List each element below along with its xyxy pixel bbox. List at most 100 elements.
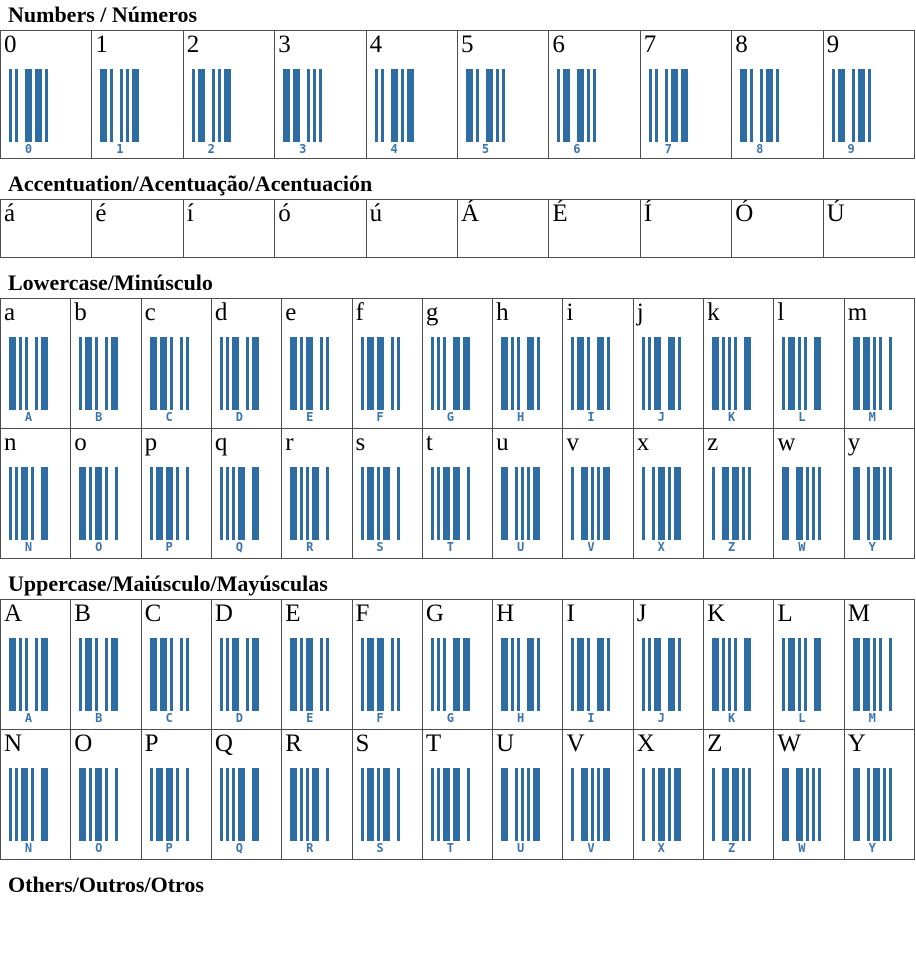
character-label: P <box>144 730 159 758</box>
glyph-cell: Í <box>639 199 732 258</box>
barcode-text-label: 3 <box>299 142 307 157</box>
barcode-bars <box>501 337 541 411</box>
barcode-glyph: I <box>571 638 611 725</box>
barcode-bars <box>79 768 119 842</box>
barcode-text-label: G <box>446 410 454 425</box>
barcode-bars <box>79 638 119 712</box>
barcode-text-label: M <box>868 711 876 726</box>
character-label: o <box>74 429 87 457</box>
barcode-text-label: N <box>24 540 33 555</box>
barcode-text-label: T <box>446 841 454 856</box>
barcode-bars <box>571 467 611 541</box>
barcode-glyph: F <box>360 638 400 725</box>
barcode-bars <box>290 638 330 712</box>
barcode-text-label: L <box>798 711 806 726</box>
barcode-glyph: C <box>149 337 189 425</box>
barcode-glyph: 0 <box>9 69 48 156</box>
character-label: G <box>425 600 444 628</box>
barcode-bars <box>374 69 414 143</box>
character-label: e <box>285 299 297 327</box>
section-title-others: Others/Outros/Otros <box>8 872 204 898</box>
character-label: M <box>847 600 870 628</box>
barcode-bars <box>219 467 259 541</box>
character-label: T <box>425 730 442 758</box>
barcode-glyph: H <box>501 638 541 725</box>
barcode-text-label: G <box>446 711 454 726</box>
barcode-text-label: A <box>24 410 33 425</box>
barcode-bars <box>9 69 48 143</box>
barcode-bars <box>430 638 470 712</box>
glyph-cell: É <box>548 199 640 258</box>
glyph-cell: é <box>91 199 183 258</box>
barcode-glyph: P <box>149 467 189 554</box>
barcode-glyph: D <box>219 638 259 725</box>
barcode-bars <box>149 337 189 411</box>
barcode-text-label: X <box>657 540 665 555</box>
barcode-text-label: K <box>727 410 736 425</box>
character-label: a <box>4 299 16 327</box>
barcode-glyph: 5 <box>466 69 505 156</box>
character-label: S <box>355 730 370 758</box>
barcode-text-label: B <box>95 711 103 726</box>
character-label: L <box>777 600 793 628</box>
barcode-text-label: L <box>798 410 806 425</box>
barcode-glyph: 7 <box>648 69 688 156</box>
barcode-text-label: W <box>798 841 806 856</box>
barcode-bars <box>571 638 611 712</box>
character-label: p <box>144 429 158 457</box>
barcode-glyph: M <box>852 337 892 424</box>
barcode-glyph: W <box>782 467 822 555</box>
character-label: 2 <box>186 31 200 59</box>
barcode-bars <box>283 69 323 143</box>
character-label: O <box>74 730 93 758</box>
barcode-text-label: S <box>376 540 384 555</box>
barcode-text-label: C <box>165 711 173 726</box>
barcode-bars <box>79 337 119 411</box>
character-label: w <box>777 429 796 457</box>
barcode-text-label: W <box>798 540 806 555</box>
barcode-text-label: R <box>306 841 314 856</box>
section-title-accentuation: Accentuation/Acentuação/Acentuación <box>8 171 373 197</box>
barcode-glyph: L <box>782 337 822 425</box>
glyph-cell: ó <box>274 199 366 258</box>
barcode-bars <box>571 337 611 411</box>
character-label: Y <box>847 730 866 758</box>
character-label: u <box>496 429 509 457</box>
barcode-glyph: S <box>360 768 400 855</box>
barcode-text-label: R <box>306 540 314 555</box>
character-label: K <box>707 600 726 628</box>
barcode-bars <box>430 337 470 411</box>
barcode-glyph: 6 <box>557 69 597 156</box>
barcode-glyph: P <box>149 768 189 855</box>
barcode-glyph: O <box>79 467 119 554</box>
barcode-bars <box>290 467 330 541</box>
character-label: ú <box>369 200 383 228</box>
barcode-text-label: E <box>306 410 314 425</box>
character-label: W <box>777 730 801 758</box>
character-label: í <box>186 200 194 228</box>
barcode-glyph: K <box>712 638 752 725</box>
barcode-glyph: U <box>501 467 541 554</box>
barcode-bars <box>290 337 330 411</box>
barcode-text-label: C <box>165 410 173 425</box>
barcode-glyph: C <box>149 638 189 726</box>
barcode-glyph: E <box>290 638 330 725</box>
barcode-bars <box>501 768 541 842</box>
barcode-bars <box>290 768 330 842</box>
